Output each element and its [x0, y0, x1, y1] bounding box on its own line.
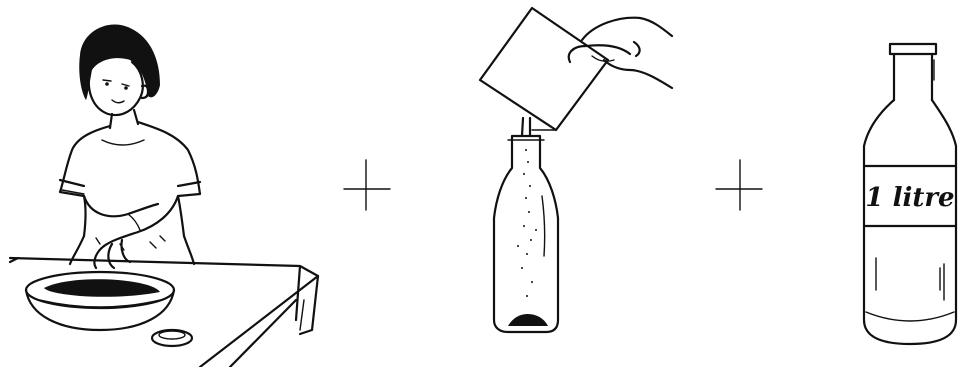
powder-pile	[508, 314, 548, 326]
woman-washing-hands-illustration	[10, 24, 318, 367]
powder-specks	[517, 149, 537, 297]
litre-bottle	[864, 100, 956, 344]
blouse	[60, 122, 200, 236]
one-litre-bottle-illustration: 1 litre	[864, 44, 956, 344]
bottle-label-text: 1 litre	[865, 183, 954, 213]
soap-bar	[152, 330, 192, 346]
empty-bottle	[494, 136, 558, 332]
salt-packet-bottle-illustration	[480, 8, 672, 332]
plus-operator-2	[716, 160, 762, 210]
hand	[569, 18, 672, 88]
salt-packet	[480, 8, 608, 130]
face	[89, 62, 143, 115]
plus-operator-1: +	[344, 160, 390, 210]
